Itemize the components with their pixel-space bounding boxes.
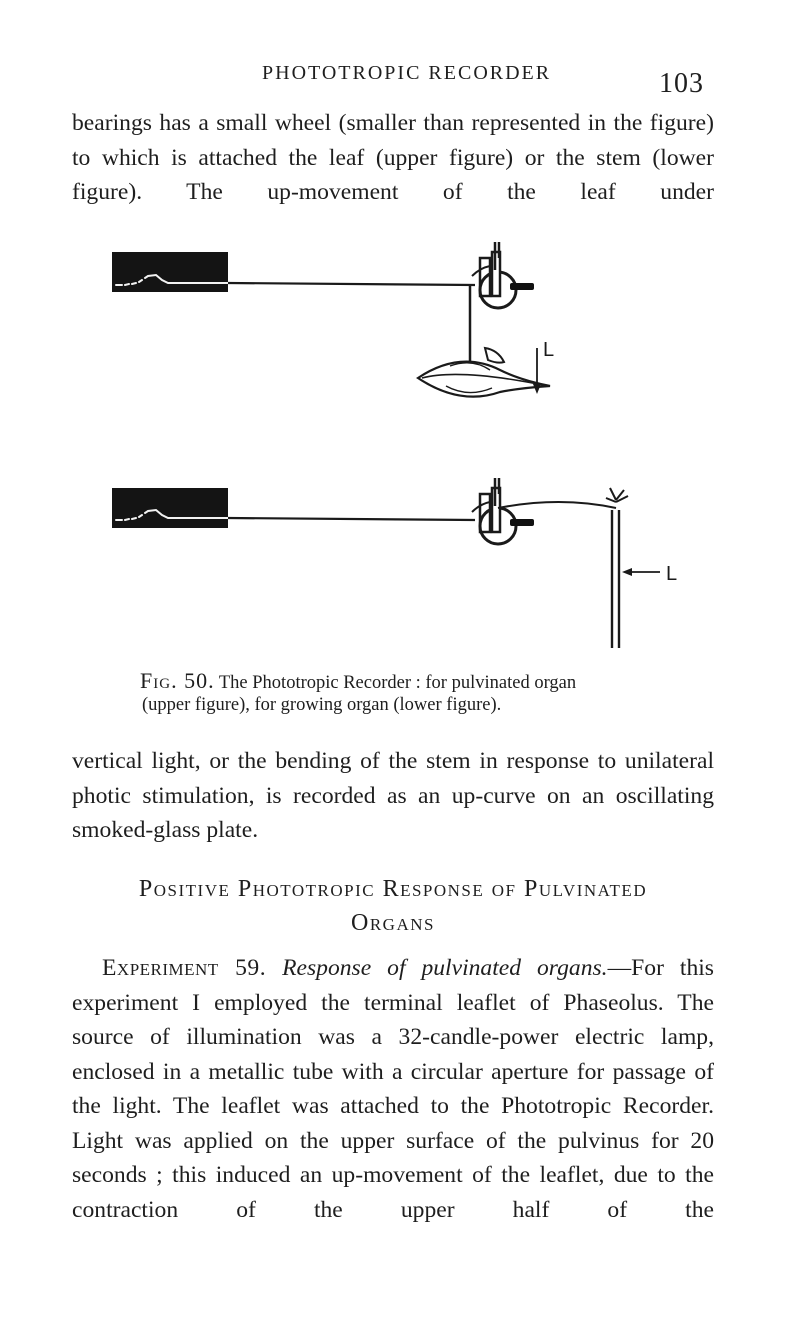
thread-to-stem	[497, 501, 617, 509]
stem-apex	[605, 487, 629, 503]
stem	[610, 510, 621, 648]
section-heading-line-1: Positive Phototropic Response of Pulvina…	[138, 876, 648, 902]
paragraph-mid: vertical light, or the bending of the st…	[72, 748, 714, 843]
counterweight-upper	[510, 283, 534, 290]
experiment-label: Experiment 59.	[102, 955, 267, 981]
paragraph-top: bearings has a small wheel (smaller than…	[72, 110, 714, 205]
upper-figure: L	[112, 242, 554, 398]
page-number: 103	[659, 68, 704, 99]
light-arrowhead-upper	[533, 384, 541, 394]
light-label-upper: L	[543, 339, 554, 361]
lever-lower	[227, 516, 476, 522]
lever-upper	[227, 281, 476, 287]
experiment-dash: —	[607, 955, 632, 981]
experiment-body: For this experiment I employed the termi…	[72, 955, 714, 1223]
paragraph-bottom: Experiment 59. Response of pulvinated or…	[72, 951, 714, 1227]
smoked-glass-plate-lower	[112, 488, 228, 528]
thread-upper	[471, 265, 491, 277]
light-arrowhead-lower	[622, 568, 632, 576]
thread-lower	[471, 501, 491, 513]
trace-upper	[115, 273, 229, 286]
pulvinus	[483, 346, 506, 364]
trace-lower	[115, 508, 229, 521]
smoked-glass-plate-upper	[112, 252, 228, 292]
light-label-lower: L	[666, 563, 677, 585]
caption-label: Fig. 50.	[140, 668, 215, 693]
section-heading: Positive Phototropic Response of Pulvina…	[72, 872, 714, 940]
lower-figure: L	[112, 478, 677, 648]
caption-text-1: The Phototropic Recorder : for pulvinate…	[218, 673, 577, 693]
running-head: PHOTOTROPIC RECORDER 103	[0, 62, 800, 99]
caption-line-2: (upper figure), for growing organ (lower…	[142, 695, 502, 715]
bearing-post-upper	[493, 242, 501, 270]
bearing-frame-upper-left	[478, 256, 492, 298]
counterweight-lower	[510, 519, 534, 526]
figure-drawing: L	[112, 242, 677, 648]
leaf-midrib	[421, 373, 549, 387]
section-heading-line-2: Organs	[351, 910, 435, 936]
experiment-title: Response of pulvinated organs.	[282, 955, 608, 981]
leaf-veins	[445, 362, 493, 394]
running-title: PHOTOTROPIC RECORDER	[262, 62, 552, 84]
figure-phototropic-recorder: L	[100, 238, 700, 658]
bearing-post-lower	[493, 478, 501, 506]
figure-caption: Fig. 50. The Phototropic Recorder : for …	[140, 670, 700, 716]
caption-line-1: Fig. 50. The Phototropic Recorder : for …	[140, 670, 700, 694]
bearing-frame-lower-left	[478, 492, 492, 534]
